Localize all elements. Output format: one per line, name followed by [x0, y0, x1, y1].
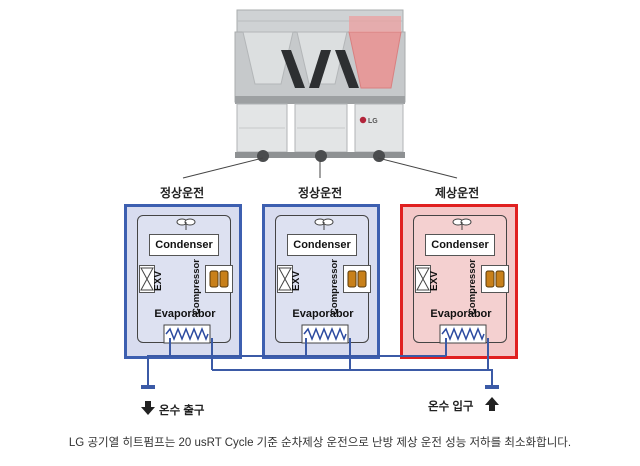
caption: LG 공기열 히트펌프는 20 usRT Cycle 기준 순차제상 운전으로 … — [68, 437, 572, 449]
v-brace-2 — [309, 50, 331, 88]
heat-pump-unit: LG — [234, 9, 406, 162]
lower-panel-3 — [354, 103, 404, 153]
lg-logo-mark — [359, 116, 367, 124]
mode-label-1: 정상운전 — [160, 186, 205, 200]
exv-valve-icon — [139, 265, 155, 293]
circuit-2: Condenser EXV Compressor Evaporabor — [262, 204, 380, 359]
exv-valve-icon — [277, 265, 293, 293]
evaporator-coil — [439, 324, 487, 344]
fan-icon — [452, 218, 472, 230]
mode-label-3: 제상운전 — [435, 186, 480, 200]
compressor-icon — [481, 265, 509, 293]
evaporator-coil — [163, 324, 211, 344]
unit-belt — [235, 96, 405, 104]
fan-hood-1 — [242, 31, 294, 85]
evaporator-label: Evaporabor — [430, 308, 492, 320]
connector-lines — [182, 157, 458, 179]
compressor-label: Compressor — [467, 259, 478, 315]
compressor-label: Compressor — [329, 259, 340, 315]
fan-icon — [176, 218, 196, 230]
fan-icon — [314, 218, 334, 230]
water-piping — [141, 338, 499, 389]
outlet-pipe-cap — [141, 385, 155, 389]
inlet-pipe-cap — [485, 385, 499, 389]
evaporator-label: Evaporabor — [154, 308, 216, 320]
defrost-highlight — [349, 16, 401, 32]
compressor-label: Compressor — [191, 259, 202, 315]
circuit-1: Condenser EXV Compressor Evaporabor — [124, 204, 242, 359]
hot-water-inlet-label: 온수 입구 — [428, 401, 474, 413]
compressor-icon — [343, 265, 371, 293]
v-brace-1 — [281, 50, 305, 88]
exv-label: EXV — [153, 271, 164, 292]
outlet-header-pipe — [147, 338, 171, 386]
condenser-box: Condenser — [287, 234, 357, 256]
unit-foot-2 — [315, 150, 327, 162]
mode-label-2: 정상운전 — [298, 186, 343, 200]
arrow-down-icon — [141, 401, 155, 415]
exv-label: EXV — [429, 271, 440, 292]
exv-label: EXV — [291, 271, 302, 292]
lg-logo-text: LG — [368, 118, 378, 125]
evaporator-coil — [301, 324, 349, 344]
compressor-icon — [205, 265, 233, 293]
evaporator-label: Evaporabor — [292, 308, 354, 320]
v-brace-3 — [335, 50, 359, 88]
circuit-3-defrost: Condenser EXV Compressor Evaporabor — [400, 204, 518, 359]
hot-water-outlet-label: 온수 출구 — [159, 405, 205, 417]
exv-valve-icon — [415, 265, 431, 293]
condenser-box: Condenser — [149, 234, 219, 256]
condenser-box: Condenser — [425, 234, 495, 256]
arrow-up-icon — [485, 397, 499, 411]
